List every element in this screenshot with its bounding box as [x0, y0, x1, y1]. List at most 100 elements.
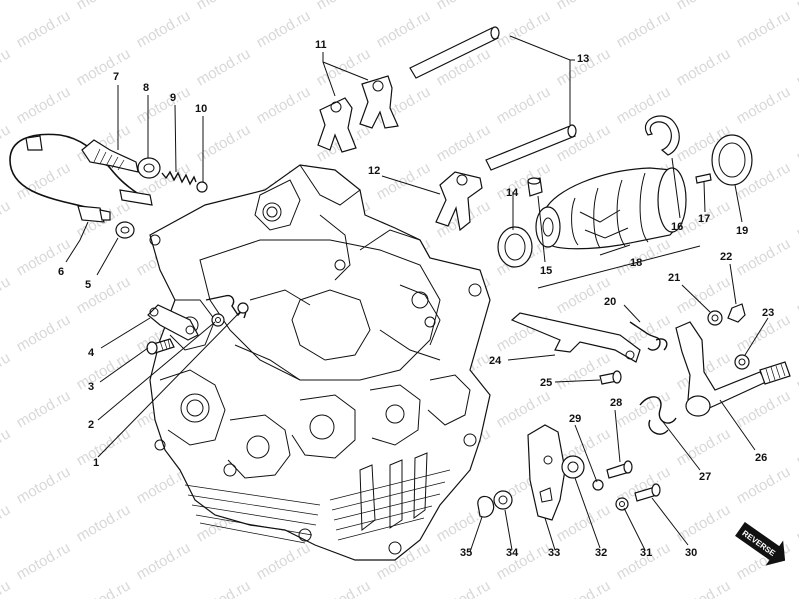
fork-rod-13-upper [409, 26, 500, 79]
selector-plate-24 [510, 312, 641, 363]
watermark-text: motod.ru [14, 463, 74, 507]
watermark-text: motod.ru [554, 45, 614, 89]
part-number-7: 7 [113, 71, 119, 83]
part-number-8: 8 [143, 82, 149, 94]
watermark-text: motod.ru [14, 539, 74, 583]
watermark-text: motod.ru [14, 7, 74, 51]
watermark-text: motod.ru [0, 121, 13, 165]
circlip-16 [645, 115, 680, 156]
watermark-text: motod.ru [374, 7, 434, 51]
shift-fork-11-right [359, 75, 399, 129]
spring-20 [629, 321, 668, 351]
watermark-text: motod.ru [794, 121, 799, 165]
part-number-15: 15 [540, 265, 552, 277]
watermark-text: motod.ru [254, 83, 314, 127]
watermark-text: motod.ru [74, 273, 134, 317]
part-number-6: 6 [58, 266, 64, 278]
part-number-2: 2 [88, 419, 94, 431]
watermark-text: motod.ru [194, 121, 254, 165]
watermark-text: motod.ru [614, 387, 674, 431]
washer-1 [211, 302, 249, 327]
shift-fork-12 [435, 171, 483, 232]
part-number-11: 11 [315, 39, 327, 51]
watermark-text: motod.ru [14, 311, 74, 355]
watermark-text: motod.ru [674, 273, 734, 317]
nut-23 [734, 354, 750, 370]
screw-30 [634, 483, 661, 502]
watermark-text: motod.ru [0, 349, 13, 393]
part-number-22: 22 [720, 251, 732, 263]
watermark-text: motod.ru [0, 45, 13, 89]
pin-15 [527, 177, 543, 197]
ball-10 [196, 181, 208, 193]
circlip-22 [727, 303, 746, 323]
part-number-16: 16 [671, 221, 683, 233]
part-number-4: 4 [88, 347, 95, 359]
selector-drum-18 [535, 167, 687, 250]
washer-5 [115, 221, 135, 239]
spring-9 [161, 170, 197, 186]
part-number-24: 24 [489, 355, 502, 367]
watermark-text: motod.ru [134, 539, 194, 583]
watermark-text: motod.ru [734, 7, 794, 51]
watermark-text: motod.ru [254, 7, 314, 51]
watermark-text: motod.ru [194, 0, 254, 13]
crankcase [149, 164, 491, 561]
watermark-text: motod.ru [14, 235, 74, 279]
washer-34 [493, 490, 513, 510]
part-number-34: 34 [506, 547, 519, 559]
watermark-text: motod.ru [74, 425, 134, 469]
part-number-33: 33 [548, 547, 560, 559]
part-number-12: 12 [368, 165, 380, 177]
watermark-text: motod.ru [794, 577, 799, 599]
watermark-text: motod.ru [674, 0, 734, 13]
watermark-text: motod.ru [74, 577, 134, 599]
watermark-text: motod.ru [434, 577, 494, 599]
part-number-19: 19 [736, 225, 748, 237]
part-number-14: 14 [506, 187, 519, 199]
washer-32 [561, 455, 585, 479]
part-number-1: 1 [93, 457, 99, 469]
part-number-23: 23 [762, 307, 774, 319]
watermark-text: motod.ru [674, 45, 734, 89]
watermark-text: motod.ru [374, 159, 434, 203]
watermark-text: motod.ru [554, 0, 614, 13]
watermark-text: motod.ru [194, 45, 254, 89]
shift-shaft-26 [675, 321, 791, 417]
watermark-text: motod.ru [674, 501, 734, 545]
screw-28 [606, 460, 633, 479]
washer-8 [137, 157, 161, 179]
watermark-text: motod.ru [554, 501, 614, 545]
washer-21 [707, 310, 723, 326]
watermark-text: motod.ru [794, 425, 799, 469]
part-number-17: 17 [698, 213, 710, 225]
part-number-18: 18 [630, 257, 642, 269]
part-number-20: 20 [604, 296, 616, 308]
watermark-text: motod.ru [794, 197, 799, 241]
watermark-text: motod.ru [494, 83, 554, 127]
part-number-25: 25 [540, 377, 552, 389]
spring-27 [639, 396, 677, 435]
watermark-text: motod.ru [734, 463, 794, 507]
seal-14 [497, 226, 533, 268]
watermark-text: motod.ru [794, 45, 799, 89]
part-number-labels: 1 2 3 4 5 6 7 8 9 10 11 12 13 14 15 16 1… [58, 39, 774, 559]
washer-29 [592, 479, 604, 491]
shift-fork-11-left [317, 97, 357, 153]
part-number-10: 10 [195, 103, 207, 115]
watermark-text: motod.ru [74, 501, 134, 545]
watermark-text: motod.ru [794, 273, 799, 317]
watermark-text: motod.ru [0, 197, 13, 241]
leader-lines [65, 35, 769, 553]
plug-7 [81, 139, 139, 173]
part-number-3: 3 [88, 381, 94, 393]
bracket-33 [527, 424, 566, 521]
watermark-text: motod.ru [0, 577, 13, 599]
watermark-text: motod.ru [434, 121, 494, 165]
watermark-text: motod.ru [74, 0, 134, 13]
watermark-text: motod.ru [794, 349, 799, 393]
screw-25 [599, 370, 622, 385]
watermark-text: motod.ru [554, 121, 614, 165]
